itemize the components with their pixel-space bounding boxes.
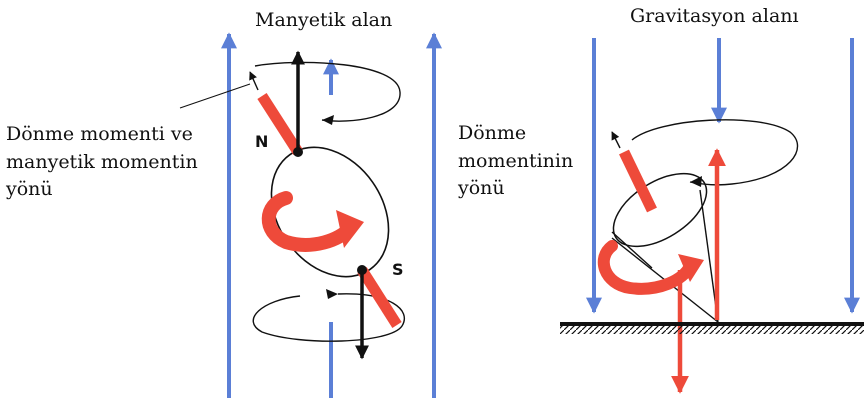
north-pole-label: N xyxy=(255,132,268,151)
south-pole-label: S xyxy=(392,260,404,279)
south-axis-red xyxy=(357,267,402,328)
spin-arrow-body xyxy=(261,191,357,252)
torque-tip-arrow xyxy=(249,71,259,91)
cone-inner-edge xyxy=(611,231,653,269)
torque-label-line-2: manyetik momentin xyxy=(6,151,198,173)
top-spin-axis xyxy=(619,149,657,213)
precession-arrowhead-bottom xyxy=(326,289,338,299)
ground-line xyxy=(560,322,864,326)
precession-arrowhead-top xyxy=(322,115,334,125)
gravity-label-line-3: yönü xyxy=(457,177,505,199)
torque-label-line-1: Dönme momenti ve xyxy=(6,123,193,145)
top-disc-ellipse xyxy=(612,172,708,248)
left-panel: Manyetik alan N S Dönme momenti v xyxy=(5,9,442,398)
magnetic-field-title: Manyetik alan xyxy=(255,9,392,31)
south-pole-dot xyxy=(357,265,367,275)
label-leader-line xyxy=(179,83,251,109)
gravity-field-title: Gravitasyon alanı xyxy=(630,5,799,27)
north-axis-red xyxy=(257,93,303,155)
top-spin-arrow-body xyxy=(597,240,696,295)
gravity-label-line-2: momentinin xyxy=(458,150,573,172)
gravity-label-line-1: Dönme xyxy=(458,122,526,144)
torque-label-line-3: yönü xyxy=(5,178,53,200)
precession-loop-bottom xyxy=(252,293,405,342)
gravity-precession-arrowhead xyxy=(690,176,702,187)
spin-arrow-head xyxy=(336,210,364,248)
top-spin-arrow-head xyxy=(678,254,704,282)
torque-direction-arrow xyxy=(611,131,621,149)
ground-hatching xyxy=(560,326,864,334)
right-panel: Gravitasyon alanı Dönme momentinin yönü xyxy=(457,5,864,394)
north-pole-dot xyxy=(293,147,303,157)
